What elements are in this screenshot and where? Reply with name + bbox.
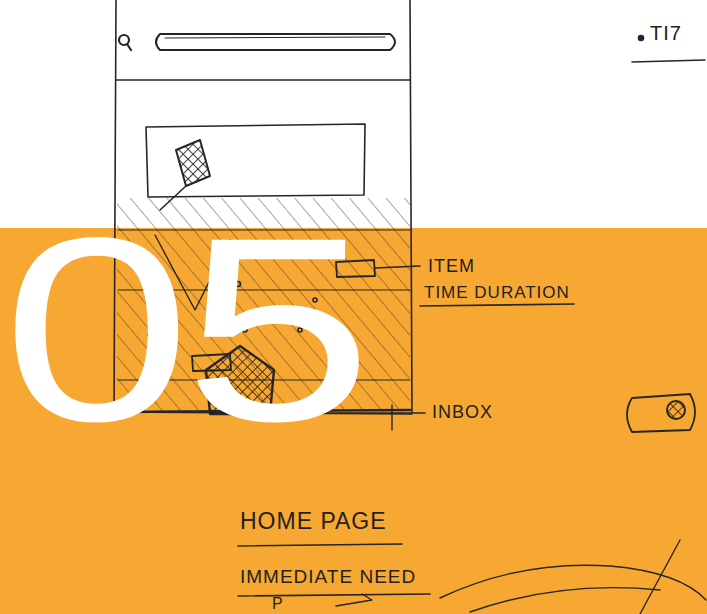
underline [238,594,430,596]
page-label: IMMEDIATE NEED [240,566,416,588]
underline [632,60,705,62]
note-text: TI7 [650,22,682,45]
image-icon [176,140,210,186]
card-box [146,124,365,197]
sketch-curve [440,565,706,600]
underline [420,304,574,306]
bullet-dot [639,36,644,41]
note-text: P [272,595,284,613]
callout-label: ITEM [428,256,475,277]
section-number: 05 [2,199,365,461]
underline [238,544,402,546]
callout-label: TIME DURATION [424,283,570,303]
search-pill [156,34,395,50]
page-label: HOME PAGE [240,508,387,534]
toggle-knob [667,401,685,419]
callout-label: INBOX [432,402,493,423]
header-divider [116,79,410,81]
leader-line [375,266,420,268]
toggle-switch [627,394,695,432]
